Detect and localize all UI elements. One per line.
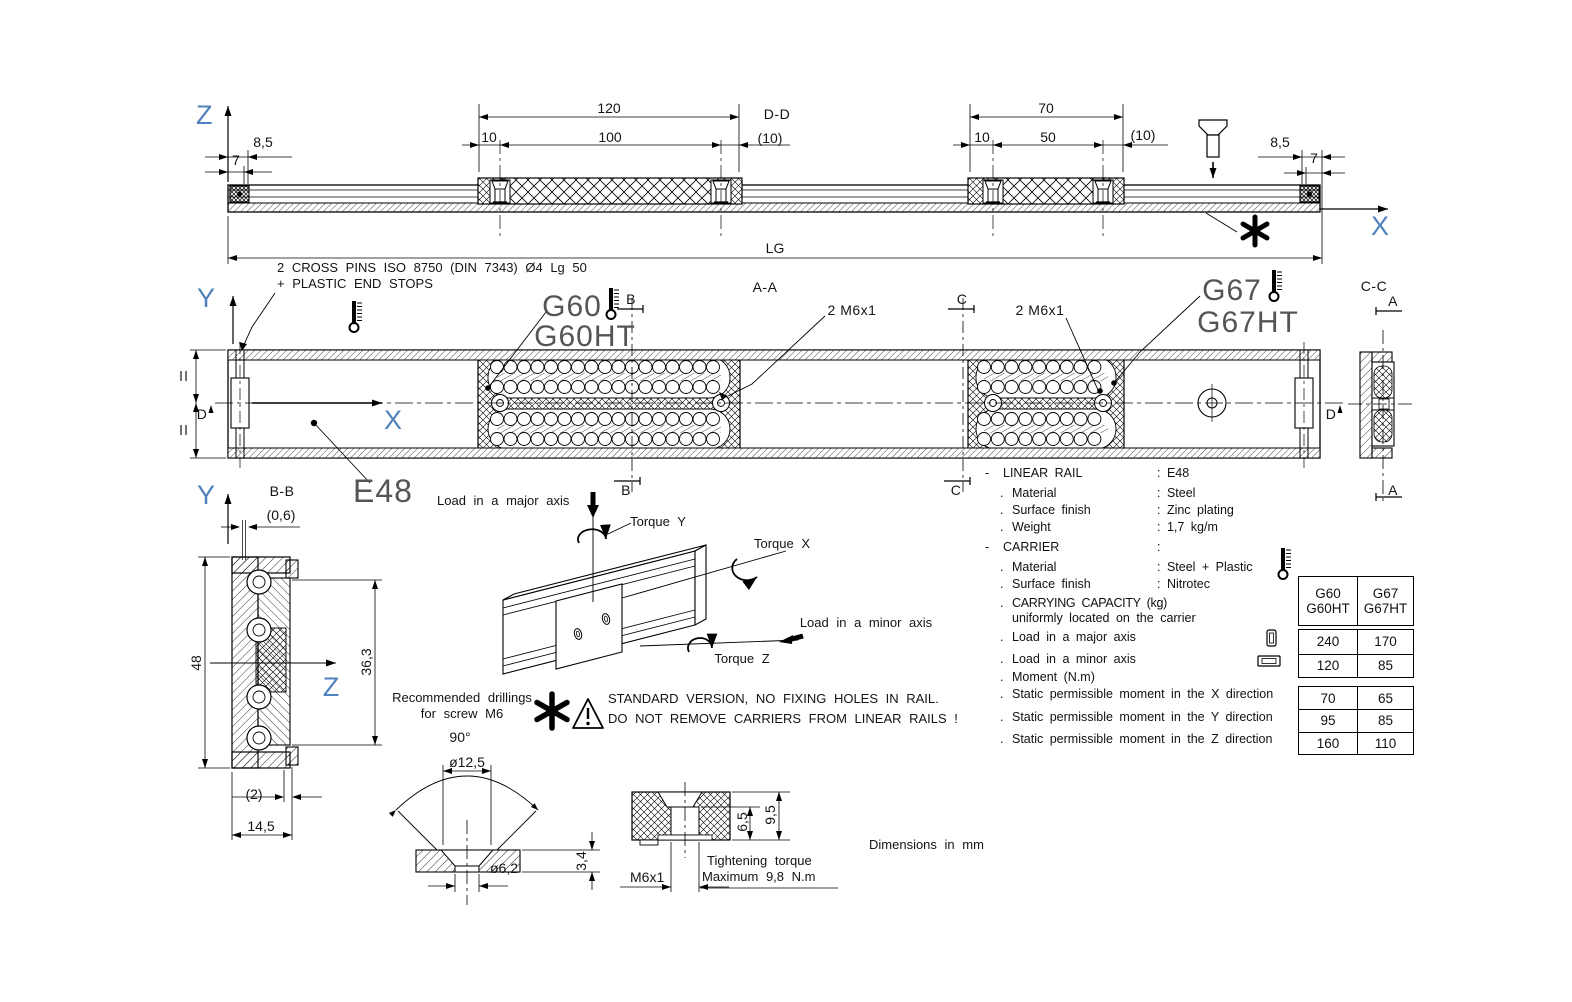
load-minor-label: Load in a minor axis <box>799 615 933 630</box>
marker-d-right: D <box>1325 406 1337 422</box>
marker-c-bottom: C <box>950 482 962 498</box>
col-header-g60: G60 <box>1315 586 1341 601</box>
section-label-aa: A-A <box>752 279 778 295</box>
load-minor-g67: 85 <box>1357 653 1413 677</box>
dim-50: 50 <box>1040 129 1056 145</box>
marker-b-top: B <box>626 291 636 307</box>
section-bb-view <box>198 494 382 840</box>
dim-8-5-left: 8,5 <box>253 134 273 150</box>
drilling-title-line1: Recommended drillings <box>392 690 532 705</box>
axis-x-label-top: X <box>1370 211 1390 241</box>
dim-7-right: 7 <box>1310 150 1318 166</box>
load-diagram <box>502 492 804 675</box>
axis-x-label-plan: X <box>383 405 403 435</box>
marker-c-top: C <box>956 291 968 307</box>
torque-x-label: Torque X <box>753 536 811 551</box>
asterisk-icon <box>534 691 570 731</box>
carrier-label-g60ht: G60HT <box>534 320 636 353</box>
capacity-table-moments: 70 65 95 85 160 110 <box>1298 686 1414 755</box>
section-label-bb: B-B <box>269 483 295 499</box>
rail-label-e48: E48 <box>353 473 413 509</box>
asterisk-icon <box>1240 214 1270 248</box>
warning-triangle-icon <box>572 698 604 729</box>
marker-d-left: D <box>196 406 208 422</box>
spec-icons <box>1257 629 1281 667</box>
marker-b-bottom: B <box>621 482 631 498</box>
dim-dia-6-2: ø6,2 <box>490 860 519 876</box>
thread-label-m6x1: M6x1 <box>630 869 665 885</box>
dim-10-a: 10 <box>481 129 497 145</box>
col-header-g67ht: G67HT <box>1363 601 1408 616</box>
moment-z-g67: 110 <box>1357 731 1413 754</box>
dim-14-5: 14,5 <box>247 818 275 834</box>
drilling-title-line2: for screw M6 <box>420 706 504 721</box>
col-header-g60ht: G60HT <box>1306 601 1350 616</box>
load-major-label: Load in a major axis <box>437 493 570 508</box>
nut-detail <box>620 782 838 892</box>
dim-lg: LG <box>765 240 785 256</box>
plan-view <box>180 292 1344 492</box>
marker-a-bottom: A <box>1388 482 1398 498</box>
dim-120: 120 <box>597 100 621 116</box>
marker-a-top: A <box>1388 293 1398 309</box>
dim-2-paren: (2) <box>245 786 263 802</box>
dim-0-6: (0,6) <box>266 507 296 523</box>
dim-70: 70 <box>1038 100 1054 116</box>
dim-10-paren-b: (10) <box>1130 127 1156 143</box>
col-header-g67: G67 <box>1372 586 1399 601</box>
axis-z-label-section: Z <box>322 672 340 702</box>
drilling-detail <box>388 765 600 905</box>
carrier-label-g67: G67 <box>1202 274 1262 307</box>
section-cc-view <box>1348 307 1412 502</box>
torque-z-label: Torque Z <box>714 651 770 666</box>
load-major-g60: 240 <box>1316 634 1340 650</box>
axis-z-label: Z <box>196 100 213 130</box>
cross-pins-note-line1: 2 CROSS PINS ISO 8750 (DIN 7343) Ø4 Lg 5… <box>277 260 587 275</box>
dim-100: 100 <box>598 129 622 145</box>
warning-block <box>534 691 604 731</box>
dim-36-3: 36,3 <box>357 648 374 676</box>
cross-pins-note-line2: + PLASTIC END STOPS <box>277 276 433 291</box>
top-side-view <box>205 104 1388 264</box>
carrier-label-g67ht: G67HT <box>1197 306 1299 339</box>
dim-48: 48 <box>187 655 204 671</box>
axis-y-label-section: Y <box>197 480 216 510</box>
moment-y-g67: 85 <box>1357 709 1413 732</box>
torque-y-label: Torque Y <box>630 514 686 529</box>
tightening-torque-line2: Maximum 9,8 N.m <box>702 869 816 884</box>
carrier-label-g60: G60 <box>542 290 602 323</box>
major-axis-load-icon <box>1266 629 1277 647</box>
tightening-torque-line1: Tightening torque <box>707 853 812 868</box>
moment-y-g60: 95 <box>1299 709 1357 731</box>
load-major-g67: 170 <box>1357 630 1413 654</box>
warning-line2: DO NOT REMOVE CARRIERS FROM LINEAR RAILS… <box>608 711 958 726</box>
dim-7-left: 7 <box>232 152 240 168</box>
thread-note-right: 2 M6x1 <box>1015 302 1065 318</box>
moment-x-g60: 70 <box>1320 690 1336 706</box>
dim-10-b: 10 <box>974 129 990 145</box>
dim-90deg: 90° <box>449 729 471 745</box>
moment-z-g60: 160 <box>1299 731 1357 754</box>
section-label-dd: D-D <box>763 106 791 122</box>
section-label-cc: C-C <box>1360 278 1388 294</box>
dim-8-5-right: 8,5 <box>1270 134 1290 150</box>
capacity-table-loads: 240 170 120 85 <box>1298 629 1414 678</box>
dim-3-4: 3,4 <box>572 851 589 871</box>
moment-x-g67: 65 <box>1357 687 1413 710</box>
dim-dia-12-5: ø12,5 <box>449 754 485 770</box>
thread-note-left: 2 M6x1 <box>827 302 877 318</box>
dim-9-5: 9,5 <box>761 805 778 825</box>
load-minor-g60: 120 <box>1299 653 1357 678</box>
minor-axis-load-icon <box>1257 655 1281 667</box>
dim-6-5: 6,5 <box>733 812 750 832</box>
units-note: Dimensions in mm <box>869 837 984 852</box>
axis-y-label-plan: Y <box>197 283 216 313</box>
dim-10-paren-a: (10) <box>757 130 783 146</box>
warning-line1: STANDARD VERSION, NO FIXING HOLES IN RAI… <box>608 691 939 706</box>
